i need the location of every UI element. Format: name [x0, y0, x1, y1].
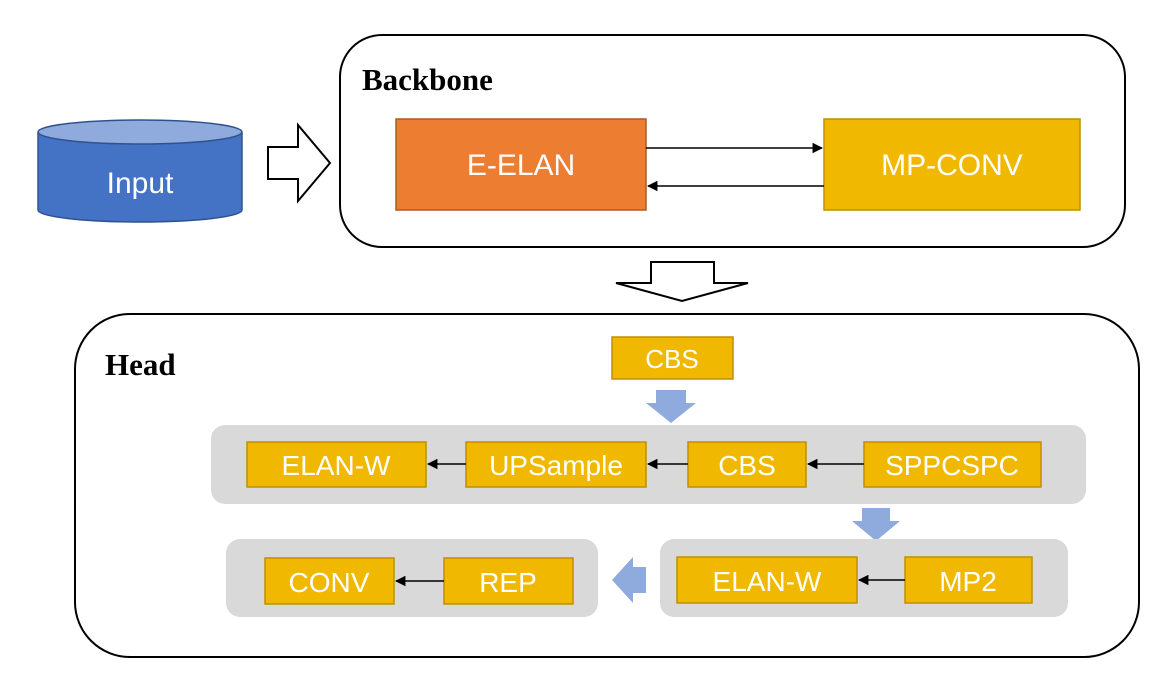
block-elan-w-2-label: ELAN-W: [713, 566, 822, 597]
block-mp2: [904, 556, 1033, 604]
input-cylinder: Input: [37, 119, 243, 223]
block-elan-w-2: [676, 556, 858, 604]
block-cbs-mid-label: CBS: [718, 450, 776, 481]
block-mp-conv-label: MP-CONV: [881, 149, 1023, 182]
flow-arrow-down-2: [852, 508, 900, 541]
block-conv: [264, 557, 395, 605]
flow-arrow-left: [612, 557, 646, 603]
hollow-arrow-right: [267, 122, 332, 204]
block-conv-label: CONV: [289, 567, 370, 598]
block-e-elan: [395, 118, 647, 211]
block-sppcspc: [863, 441, 1042, 488]
block-cbs-top: [611, 336, 734, 380]
backbone-title: Backbone: [362, 62, 493, 97]
block-rep-label: REP: [479, 567, 537, 598]
hollow-arrow-down: [615, 261, 749, 303]
flow-arrow-down-1: [646, 390, 696, 423]
block-mp-conv: [823, 118, 1081, 211]
block-upsample-label: UPSample: [489, 450, 623, 481]
block-rep: [443, 557, 574, 605]
block-sppcspc-label: SPPCSPC: [885, 450, 1019, 481]
block-e-elan-label: E-ELAN: [467, 149, 575, 182]
block-upsample: [465, 441, 647, 488]
block-cbs-mid: [687, 441, 807, 488]
input-label: Input: [107, 167, 174, 200]
block-cbs-top-label: CBS: [645, 344, 698, 374]
block-elan-w-1: [246, 441, 427, 488]
head-title: Head: [105, 347, 176, 382]
block-mp2-label: MP2: [939, 566, 997, 597]
block-elan-w-1-label: ELAN-W: [282, 450, 391, 481]
